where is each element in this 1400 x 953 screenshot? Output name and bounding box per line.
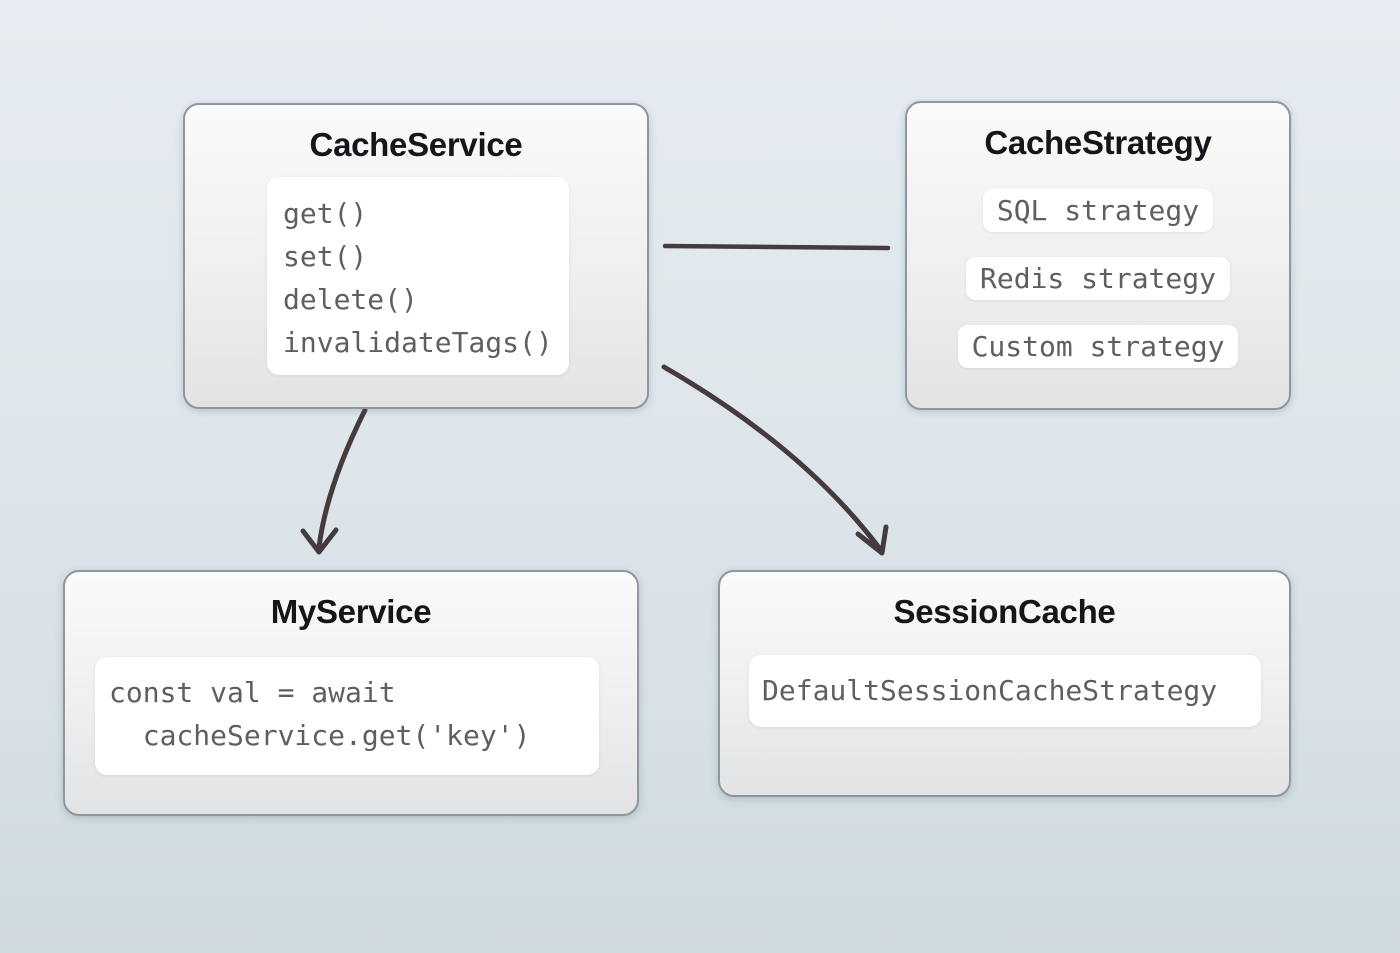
node-cache-service: CacheService get() set() delete() invali…	[183, 103, 649, 409]
cache-service-methods-panel: get() set() delete() invalidateTags()	[267, 177, 569, 375]
default-session-cache-strategy-label: DefaultSessionCacheStrategy	[762, 674, 1218, 707]
node-session-cache: SessionCache DefaultSessionCacheStrategy	[718, 570, 1291, 797]
strategy-custom: Custom strategy	[957, 325, 1239, 368]
node-cache-service-title: CacheService	[309, 126, 523, 163]
connector-cacheservice-sessioncache	[661, 364, 883, 552]
my-service-code-panel: const val = await cacheService.get('key'…	[95, 657, 599, 775]
code-line-1: const val = await	[109, 676, 396, 709]
node-my-service: MyService const val = await cacheService…	[63, 570, 639, 816]
method-delete: delete()	[283, 283, 418, 316]
code-line-2: cacheService.get('key')	[109, 719, 531, 752]
arrowhead-sessioncache-icon	[855, 524, 889, 556]
arrowhead-myservice-icon	[300, 527, 339, 555]
strategy-pill-stack: SQL strategy Redis strategy Custom strat…	[907, 189, 1289, 368]
strategy-sql: SQL strategy	[982, 189, 1214, 232]
session-cache-strategy-panel: DefaultSessionCacheStrategy	[749, 655, 1261, 727]
node-cache-strategy: CacheStrategy SQL strategy Redis strateg…	[905, 101, 1291, 410]
node-my-service-title: MyService	[270, 593, 432, 630]
method-invalidate-tags: invalidateTags()	[283, 326, 553, 359]
node-cache-strategy-title: CacheStrategy	[984, 124, 1212, 161]
connector-cacheservice-myservice	[316, 407, 368, 550]
method-set: set()	[283, 240, 368, 273]
strategy-redis: Redis strategy	[965, 257, 1230, 300]
method-get: get()	[283, 197, 368, 230]
node-session-cache-title: SessionCache	[893, 593, 1116, 630]
connector-cacheservice-cachestrategy	[662, 243, 891, 251]
